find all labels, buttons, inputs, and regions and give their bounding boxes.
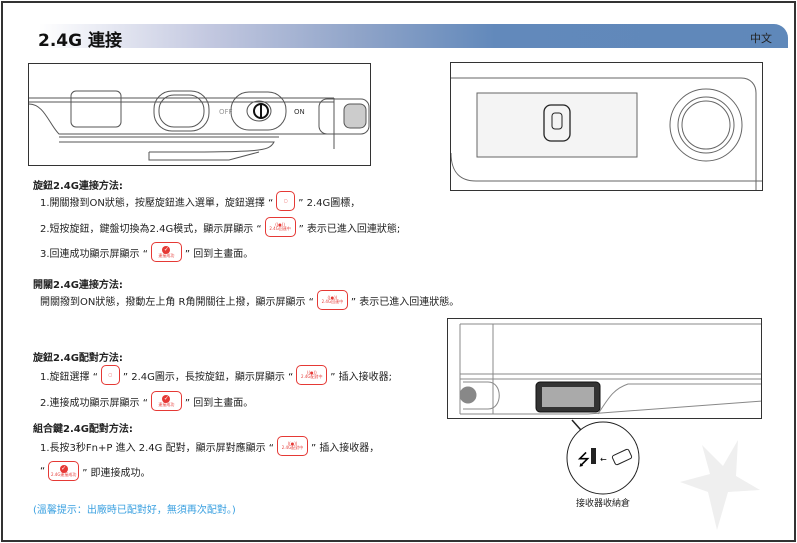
- receiver-callout: ⭍ ←: [566, 419, 640, 495]
- receiver-caption: 接收器收納倉: [576, 499, 631, 509]
- connected-badge: ✓連接成功: [150, 242, 182, 262]
- instruction-line: 1.長按3秒Fn+P 進入 2.4G 配對，顯示屏對應顯示 “((●))2.4G…: [40, 436, 379, 456]
- usb-receiver-icon: ▢: [100, 365, 120, 385]
- display-illustration: [450, 62, 763, 191]
- star-watermark: [680, 440, 760, 530]
- pairing-badge: ((●))2.4G配對中: [296, 365, 328, 385]
- signal-icon: ((●)): [287, 441, 298, 446]
- section-title: 組合鍵2.4G配對方法:: [33, 424, 133, 435]
- tip-note: (溫馨提示：出廠時已配對好，無須再次配對。): [33, 505, 236, 516]
- check-icon: ✓: [162, 246, 171, 254]
- off-label: OFF: [219, 108, 233, 116]
- instruction-line: 3.回連成功顯示屏顯示 “✓連接成功” 回到主畫面。: [40, 242, 253, 262]
- switch-illustration: OFF ON: [28, 63, 371, 166]
- instruction-line: 1.開關撥到ON狀態，按壓旋鈕進入選單，旋鈕選擇 “▢” 2.4G圖標，: [40, 191, 360, 211]
- check-icon: ✓: [59, 465, 68, 473]
- check-icon: ✓: [162, 395, 171, 403]
- instruction-line: 1.旋鈕選擇 “▢” 2.4G圖示，長按旋鈕，顯示屏顯示 “((●))2.4G配…: [40, 365, 392, 385]
- header-bar: 2.4G 連接 中文: [16, 24, 788, 51]
- signal-icon: ((●)): [275, 222, 285, 227]
- pairing-badge: ((●))2.4G配對中: [276, 436, 308, 456]
- instruction-line: 2.短按旋鈕，鍵盤切換為2.4G模式，顯示屏顯示 “((●))2.4G回連中” …: [40, 217, 400, 237]
- usb-receiver-icon: [611, 448, 633, 466]
- signal-icon: ((●)): [327, 295, 338, 300]
- instruction-line: 開關撥到ON狀態，撥動左上角 R角開關往上撥，顯示屏顯示 “((●))2.4G回…: [40, 290, 459, 310]
- page-title: 2.4G 連接: [38, 31, 122, 51]
- language-label: 中文: [750, 32, 772, 45]
- usb-icon: ⭍: [577, 450, 590, 469]
- reconnecting-badge: ((●))2.4G回連中: [316, 290, 348, 310]
- on-label: ON: [294, 108, 305, 116]
- instruction-line: “✓2.4G連接成功” 即連接成功。: [40, 461, 151, 481]
- receiver-storage-illustration: [447, 318, 762, 419]
- connected-badge: ✓連接成功: [150, 391, 182, 411]
- usb-receiver-icon: ▢: [276, 191, 296, 211]
- connected-24g-badge: ✓2.4G連接成功: [48, 461, 80, 481]
- svg-text:←: ←: [600, 455, 607, 464]
- section-title: 開關2.4G連接方法:: [33, 280, 123, 291]
- reconnecting-badge: ((●))2.4G回連中: [264, 217, 296, 237]
- section-title: 旋鈕2.4G連接方法:: [33, 181, 123, 192]
- instruction-line: 2.連接成功顯示屏顯示 “✓連接成功” 回到主畫面。: [40, 391, 253, 411]
- signal-icon: ((●)): [306, 370, 317, 375]
- section-title: 旋鈕2.4G配對方法:: [33, 353, 123, 364]
